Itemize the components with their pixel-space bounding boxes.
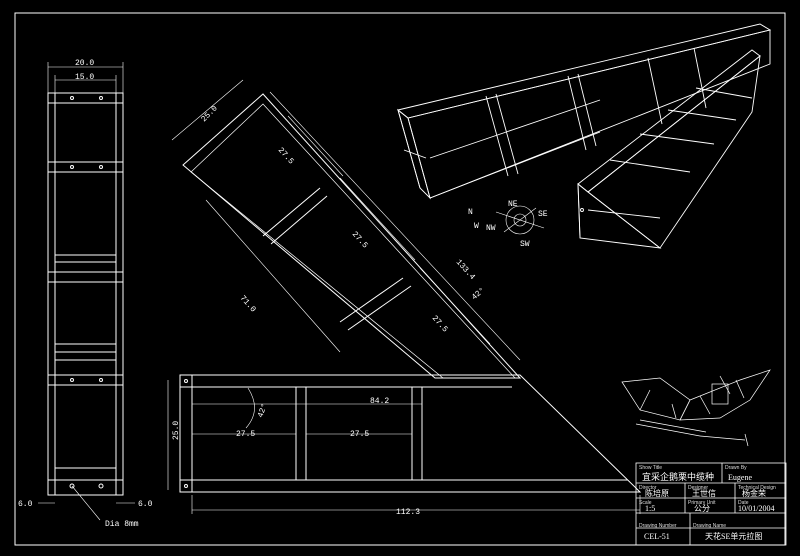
compass-n: N: [468, 208, 473, 217]
compass-nw: NW: [486, 224, 496, 233]
dim-front-left-offset: 6.0: [18, 500, 33, 509]
dim-diag-width: 25.0: [200, 104, 220, 124]
drawing-number-label: Drawing Number: [639, 523, 677, 529]
dim-diag-angle: 42°: [470, 286, 487, 302]
compass-rose: [495, 205, 545, 235]
sheet-border: [14, 12, 786, 546]
show-title-label: Show Title: [639, 465, 662, 471]
perspective-sketch: [621, 369, 771, 447]
director-label: Director: [639, 485, 657, 491]
base-panel: [167, 374, 642, 514]
primary-unit: 公分: [694, 504, 710, 513]
tech-design-label: Technical Design: [738, 485, 776, 491]
front-elevation: [38, 62, 135, 521]
dim-base-length: 84.2: [370, 397, 389, 406]
designer-label: Designer: [688, 485, 708, 491]
drawing-name-label: Drawing Name: [693, 523, 726, 529]
compass-sw: SW: [520, 240, 530, 249]
dim-total-length: 112.3: [396, 508, 420, 517]
diagonal-panel: [171, 79, 522, 379]
dim-front-right-offset: 6.0: [138, 500, 153, 509]
dim-base-seg1: 27.5: [236, 430, 255, 439]
date: 10/01/2004: [738, 504, 774, 513]
primary-unit-label: Primary Unit: [688, 500, 716, 506]
designer: 王世信: [692, 488, 716, 498]
date-label: Date: [738, 500, 749, 506]
compass-w: W: [474, 222, 479, 231]
show-title: 宜采企鹅栗中缆种: [642, 471, 714, 482]
dim-base-height: 25.0: [172, 421, 181, 440]
isometric-frame: [396, 23, 772, 249]
tech-design: 杨金荣: [742, 488, 766, 498]
dim-diag-seg3: 27.5: [430, 314, 450, 334]
dim-front-inner: 15.0: [75, 73, 94, 82]
scale-label: Scale: [639, 500, 652, 506]
drawing-name: 天花SE单元拉图: [705, 531, 762, 541]
drawn-by: Eugene: [728, 473, 752, 482]
compass-se: SE: [538, 210, 548, 219]
dim-base-seg2: 27.5: [350, 430, 369, 439]
dim-diag-seg2: 27.5: [350, 230, 370, 250]
dim-dia: Dia 8mm: [105, 520, 139, 529]
director: 陈培原: [645, 488, 669, 498]
dim-diag-long: 133.4: [454, 258, 477, 282]
drawn-by-label: Drawn By: [725, 465, 747, 471]
dim-front-width: 20.0: [75, 59, 94, 68]
drawing-number: CEL-51: [644, 532, 670, 541]
dim-base-angle: 42°: [256, 402, 269, 419]
dim-diag-seg1: 27.5: [276, 146, 296, 166]
title-block: [635, 462, 787, 546]
scale: 1:5: [645, 504, 655, 513]
compass-ne: NE: [508, 200, 518, 209]
dim-diag-length: 71.0: [238, 294, 258, 314]
